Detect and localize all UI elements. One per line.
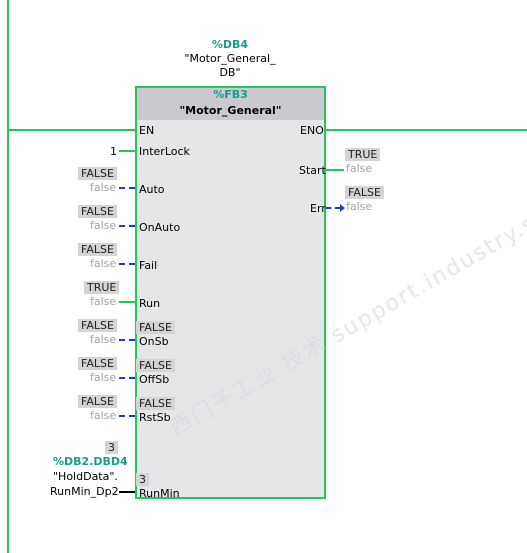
rstsb-status-box: FALSE [78, 395, 117, 408]
pin-onsb: OnSb [139, 335, 169, 348]
onauto-wire [119, 225, 135, 227]
en-power-wire [9, 129, 135, 131]
pin-interlock: InterLock [139, 145, 190, 158]
pin-fail: Fail [139, 259, 158, 272]
err-status-box: FALSE [345, 186, 384, 199]
pin-onauto: OnAuto [139, 221, 181, 234]
run-wire [119, 301, 135, 303]
instance-db-ref[interactable]: %DB4 [211, 38, 249, 51]
instance-db-name-line1[interactable]: "Motor_General_ [184, 52, 276, 65]
start-wire [326, 169, 344, 171]
onauto-live-value[interactable]: false [90, 219, 117, 232]
interlock-value[interactable]: 1 [110, 145, 117, 158]
function-block-header[interactable]: %FB3 "Motor_General" [137, 88, 324, 120]
fail-wire [119, 263, 135, 265]
fb-ref: %FB3 [213, 88, 248, 101]
pin-auto: Auto [139, 183, 165, 196]
run-status-box: TRUE [84, 281, 120, 294]
fail-live-value[interactable]: false [90, 257, 117, 270]
offsb-live-value[interactable]: false [90, 371, 117, 384]
pin-rstsb: RstSb [139, 411, 171, 424]
err-arrow-icon [340, 204, 345, 212]
offsb-inner-status: FALSE [136, 359, 175, 372]
left-power-rail [7, 0, 9, 553]
pin-runmin: RunMin [139, 487, 180, 500]
fail-status-box: FALSE [78, 243, 117, 256]
offsb-status-box: FALSE [78, 357, 117, 370]
err-wire [326, 207, 340, 209]
start-live-value[interactable]: false [346, 162, 373, 175]
runmin-wire [119, 491, 135, 493]
instance-db-name-line2: DB" [219, 66, 241, 79]
fb-name: "Motor_General" [179, 104, 282, 117]
onsb-wire [119, 339, 135, 341]
pin-eno: ENO [300, 124, 324, 137]
offsb-wire [119, 377, 135, 379]
err-live-value[interactable]: false [346, 200, 373, 213]
rstsb-live-value[interactable]: false [90, 409, 117, 422]
start-status-box: TRUE [345, 148, 381, 161]
onsb-live-value[interactable]: false [90, 333, 117, 346]
runmin-operand-name-line1[interactable]: "HoldData". [53, 470, 118, 483]
auto-status-box: FALSE [78, 167, 117, 180]
pin-err: Err [310, 202, 326, 215]
runmin-operand-name-line2: RunMin_Dp2 [50, 485, 119, 498]
pin-en: EN [139, 124, 155, 137]
runmin-inner-value: 3 [136, 473, 149, 486]
auto-live-value[interactable]: false [90, 181, 117, 194]
pin-start: Start [299, 164, 326, 177]
auto-wire [119, 187, 135, 189]
onauto-status-box: FALSE [78, 205, 117, 218]
runmin-operand-ref[interactable]: %DB2.DBD4 [53, 455, 128, 468]
rstsb-wire [119, 415, 135, 417]
onsb-status-box: FALSE [78, 319, 117, 332]
eno-power-wire [326, 129, 527, 131]
function-block-motor-general[interactable]: %FB3 "Motor_General" [135, 86, 326, 499]
pin-offsb: OffSb [139, 373, 170, 386]
onsb-inner-status: FALSE [136, 321, 175, 334]
run-live-value[interactable]: false [90, 295, 117, 308]
interlock-wire [119, 150, 135, 152]
rstsb-inner-status: FALSE [136, 397, 175, 410]
runmin-value-box: 3 [105, 441, 118, 454]
pin-run: Run [139, 297, 161, 310]
